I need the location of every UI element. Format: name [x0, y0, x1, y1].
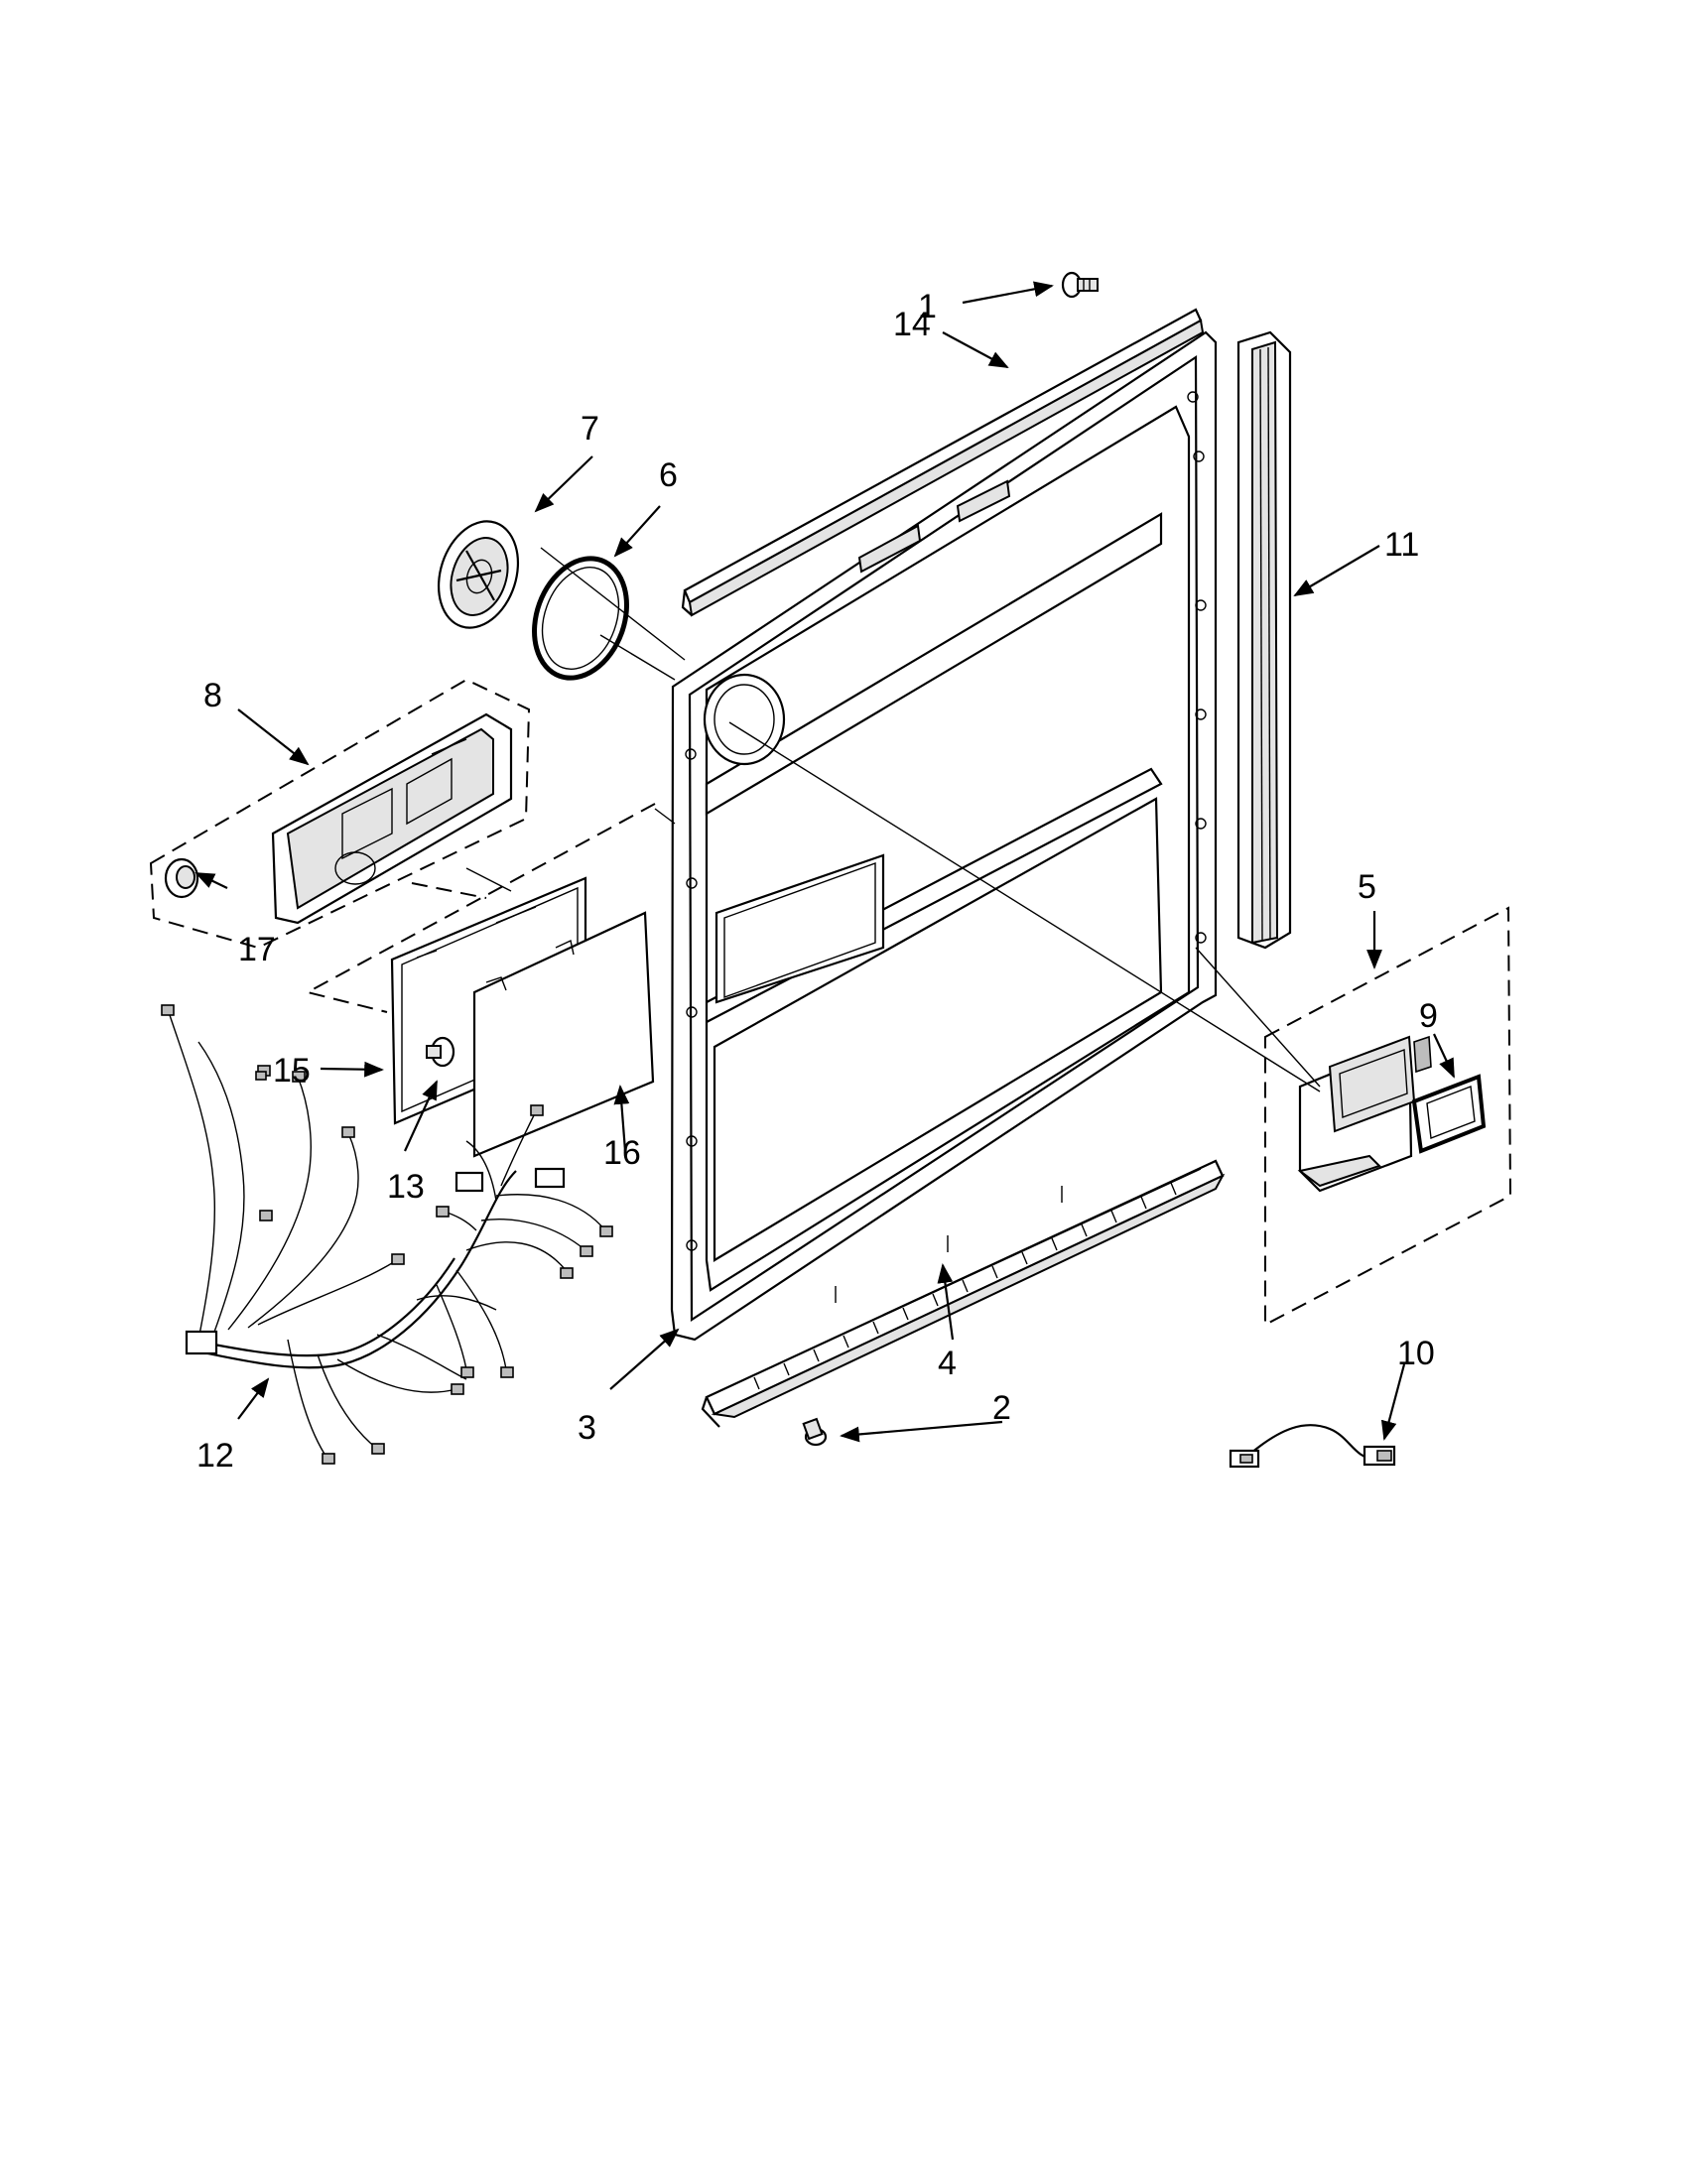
door-screw-holes: [685, 391, 1207, 1251]
callout-leaders: [195, 281, 1455, 1443]
callout-3: 3: [578, 1409, 596, 1447]
callout-4: 4: [938, 1345, 957, 1382]
callout-1: 1: [918, 288, 937, 325]
part-10-connector-cable: [1229, 1424, 1396, 1469]
callout-2: 2: [992, 1389, 1011, 1427]
part-5-vent-assembly-group: [1264, 906, 1512, 1327]
part-8-control-console-group: [149, 678, 531, 950]
console-alignment-lines: [465, 808, 676, 892]
part-9-vent-gasket: [1411, 1074, 1487, 1154]
callout-13: 13: [387, 1168, 425, 1206]
part-4-bottom-vent-channel: [701, 1159, 1226, 1428]
callout-15: 15: [273, 1052, 311, 1090]
part-3-inner-door-panel: [670, 330, 1218, 1342]
part-7-detergent-cap: [437, 520, 520, 629]
console-to-panel-leader: [305, 803, 656, 1013]
callout-9: 9: [1419, 997, 1438, 1035]
harness-connectors: [161, 1004, 613, 1465]
part-16-board-cover: [472, 911, 655, 1158]
part-14-top-trim-strip: [681, 308, 1205, 617]
callout-12: 12: [196, 1437, 234, 1475]
part-12-wire-harness: [161, 1004, 613, 1465]
callout-8: 8: [203, 677, 222, 714]
callout-17: 17: [238, 931, 276, 968]
callout-11: 11: [1384, 526, 1419, 564]
part-1-screw-top: [1061, 271, 1099, 299]
callout-14: 14: [893, 306, 931, 343]
part-11-side-door-gasket: [1236, 330, 1292, 950]
alignment-lines: [540, 547, 1321, 1092]
part-17-knob: [164, 857, 199, 899]
part-13-push-button: [426, 1036, 455, 1068]
callout-10: 10: [1397, 1335, 1435, 1372]
callout-labels: 1 14 7 6 11 8 5 17 9 15 13 16 4 10 2 3 1…: [196, 288, 1438, 1475]
callout-6: 6: [659, 456, 678, 494]
part-6-seal-ring: [532, 556, 629, 681]
callout-16: 16: [603, 1134, 641, 1172]
vent-teeth: [753, 1182, 1177, 1390]
callout-7: 7: [581, 410, 599, 448]
part-2-screw-bottom: [802, 1417, 828, 1447]
callout-5: 5: [1358, 868, 1376, 906]
